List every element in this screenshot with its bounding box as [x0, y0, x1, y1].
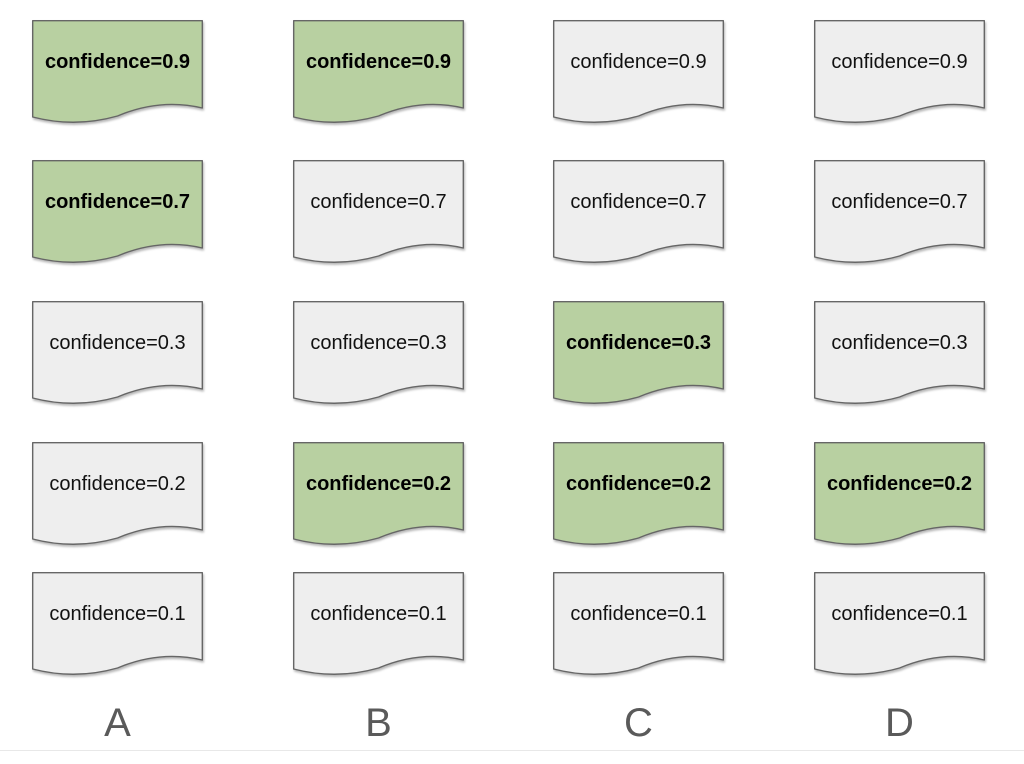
- document-card: confidence=0.1: [814, 572, 985, 676]
- document-shape-path: [814, 20, 985, 123]
- card-confidence-text: confidence=0.9: [831, 50, 968, 73]
- document-card: confidence=0.9: [814, 20, 985, 124]
- document-shape: [814, 442, 985, 545]
- document-card: confidence=0.3: [293, 301, 464, 405]
- document-shape: [293, 20, 464, 123]
- document-card: confidence=0.3: [553, 301, 724, 405]
- document-shape: [32, 442, 203, 545]
- document-shape: [814, 160, 985, 263]
- card-confidence-text: confidence=0.1: [570, 602, 707, 625]
- document-shape-path: [293, 20, 464, 123]
- card-confidence-text: confidence=0.3: [831, 331, 968, 354]
- document-shape: [814, 20, 985, 123]
- document-card: confidence=0.9: [32, 20, 203, 124]
- document-shape-path: [32, 301, 203, 404]
- document-card: confidence=0.2: [814, 442, 985, 546]
- document-shape: [32, 572, 203, 675]
- document-shape-path: [293, 442, 464, 545]
- card-confidence-text: confidence=0.3: [565, 331, 712, 354]
- card-confidence-text: confidence=0.3: [49, 331, 186, 354]
- document-shape-path: [293, 572, 464, 675]
- document-shape: [293, 572, 464, 675]
- card-confidence-text: confidence=0.7: [310, 190, 447, 213]
- card-confidence-text: confidence=0.9: [44, 50, 191, 73]
- document-card: confidence=0.2: [32, 442, 203, 546]
- document-card: confidence=0.1: [553, 572, 724, 676]
- card-confidence-text: confidence=0.1: [831, 602, 968, 625]
- card-confidence-text: confidence=0.9: [570, 50, 707, 73]
- document-card: confidence=0.7: [814, 160, 985, 264]
- column-label: D: [885, 701, 914, 745]
- document-card: confidence=0.7: [32, 160, 203, 264]
- card-confidence-text: confidence=0.2: [305, 472, 452, 495]
- document-shape: [814, 301, 985, 404]
- card-confidence-text: confidence=0.2: [49, 472, 186, 495]
- document-card: confidence=0.3: [32, 301, 203, 405]
- document-card: confidence=0.3: [814, 301, 985, 405]
- document-shape: [293, 301, 464, 404]
- document-shape: [293, 160, 464, 263]
- document-card: confidence=0.2: [553, 442, 724, 546]
- page-bottom-divider: [0, 750, 1024, 751]
- card-confidence-text: confidence=0.7: [44, 190, 191, 213]
- document-card: confidence=0.9: [293, 20, 464, 124]
- column-label: B: [365, 701, 392, 745]
- column-label: C: [624, 701, 653, 745]
- document-shape: [553, 160, 724, 263]
- document-shape-path: [293, 160, 464, 263]
- document-shape-path: [814, 572, 985, 675]
- document-card: confidence=0.7: [553, 160, 724, 264]
- column-label: A: [104, 701, 131, 745]
- document-shape: [32, 301, 203, 404]
- document-shape-path: [553, 160, 724, 263]
- document-shape-path: [553, 572, 724, 675]
- document-shape: [553, 301, 724, 404]
- document-shape-path: [553, 301, 724, 404]
- document-shape: [293, 442, 464, 545]
- card-confidence-text: confidence=0.1: [310, 602, 447, 625]
- card-confidence-text: confidence=0.2: [565, 472, 712, 495]
- document-card: confidence=0.1: [32, 572, 203, 676]
- document-card: confidence=0.2: [293, 442, 464, 546]
- document-shape-path: [553, 442, 724, 545]
- card-confidence-text: confidence=0.3: [310, 331, 447, 354]
- document-shape: [32, 20, 203, 123]
- card-confidence-text: confidence=0.7: [831, 190, 968, 213]
- card-confidence-text: confidence=0.2: [826, 472, 973, 495]
- document-shape-path: [814, 301, 985, 404]
- document-card: confidence=0.7: [293, 160, 464, 264]
- document-shape: [553, 572, 724, 675]
- document-shape: [32, 160, 203, 263]
- card-confidence-text: confidence=0.7: [570, 190, 707, 213]
- card-confidence-text: confidence=0.9: [305, 50, 452, 73]
- document-shape-path: [32, 20, 203, 123]
- document-shape-path: [814, 160, 985, 263]
- document-shape-path: [32, 442, 203, 545]
- document-shape-path: [32, 572, 203, 675]
- document-shape-path: [293, 301, 464, 404]
- document-shape-path: [32, 160, 203, 263]
- document-shape: [814, 572, 985, 675]
- document-card: confidence=0.1: [293, 572, 464, 676]
- document-shape-path: [553, 20, 724, 123]
- document-card: confidence=0.9: [553, 20, 724, 124]
- document-shape: [553, 442, 724, 545]
- document-shape-path: [814, 442, 985, 545]
- card-confidence-text: confidence=0.1: [49, 602, 186, 625]
- document-shape: [553, 20, 724, 123]
